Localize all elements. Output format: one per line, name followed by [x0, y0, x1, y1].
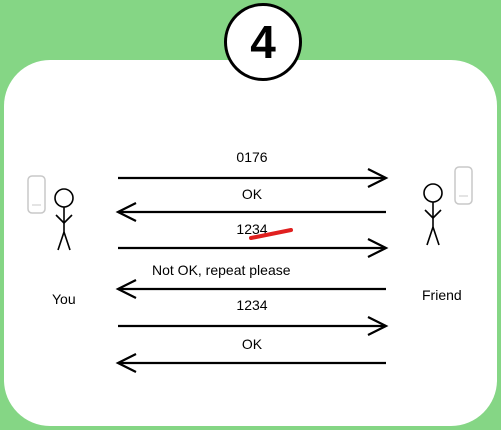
step-number: 4: [250, 16, 276, 68]
message-0-label: 0176: [236, 149, 268, 165]
step-badge: 4: [224, 3, 302, 81]
message-3-label: Not OK, repeat please: [152, 262, 291, 278]
phone-icon-right: [454, 166, 473, 205]
strike-mark: [249, 228, 293, 240]
message-5-label: OK: [241, 336, 263, 352]
participant-friend: Friend: [422, 287, 462, 303]
person-icon-you: [54, 188, 74, 251]
participant-you: You: [52, 291, 76, 307]
message-2-label: 1234: [236, 221, 268, 237]
person-icon-friend: [423, 183, 443, 246]
message-arrow-2: [118, 238, 389, 258]
content-card: [4, 60, 497, 426]
message-arrow-0: [118, 168, 389, 188]
message-arrow-5: [115, 353, 386, 373]
phone-icon-left: [27, 175, 46, 214]
message-4-label: 1234: [236, 297, 268, 313]
message-1-label: OK: [241, 186, 263, 202]
message-arrow-3: [115, 279, 386, 299]
message-arrow-1: [115, 202, 386, 222]
message-arrow-4: [118, 316, 389, 336]
